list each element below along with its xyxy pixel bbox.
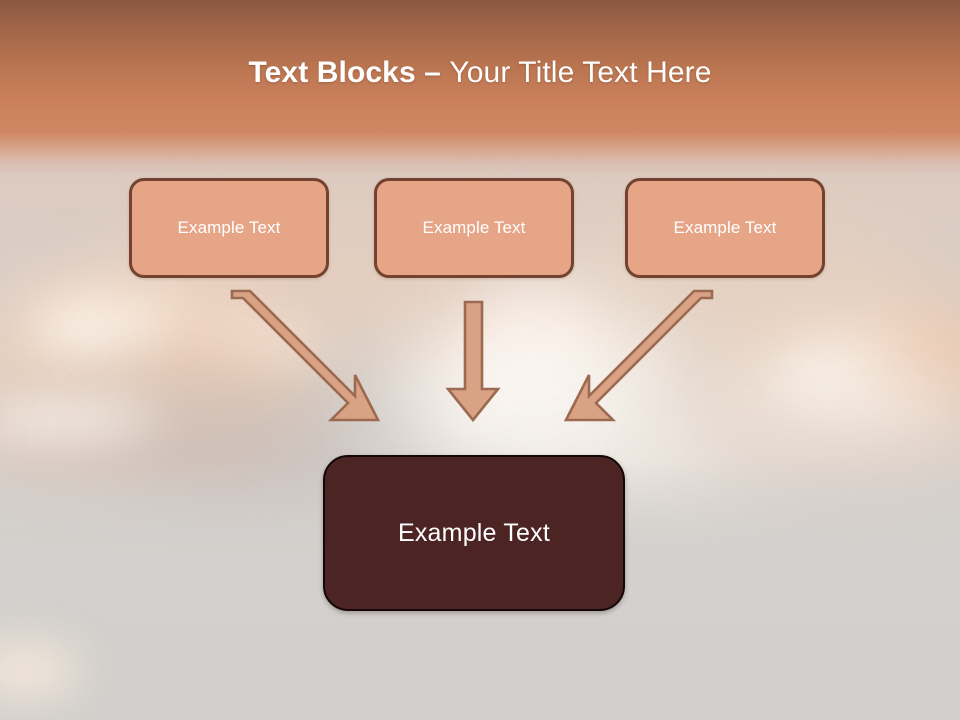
page-title: Text Blocks – Your Title Text Here [0, 54, 960, 92]
text-block-3-label: Example Text [673, 218, 777, 237]
arrow-left-diagonal [230, 289, 381, 422]
text-block-1-label: Example Text [177, 218, 281, 237]
page-title-bold: Text Blocks [248, 56, 416, 89]
header-band [0, 0, 960, 132]
text-block-3[interactable]: Example Text [625, 178, 825, 278]
text-block-1[interactable]: Example Text [129, 178, 329, 278]
page-title-rest: Your Title Text Here [449, 56, 712, 89]
text-block-2-label: Example Text [422, 218, 526, 237]
arrow-right-diagonal [563, 289, 714, 422]
arrow-middle-vertical [445, 300, 501, 423]
summary-text-block[interactable]: Example Text [323, 455, 625, 611]
background-blob [0, 400, 160, 440]
summary-text-block-label: Example Text [397, 519, 550, 547]
page-title-dash: – [415, 56, 450, 89]
text-block-2[interactable]: Example Text [374, 178, 574, 278]
